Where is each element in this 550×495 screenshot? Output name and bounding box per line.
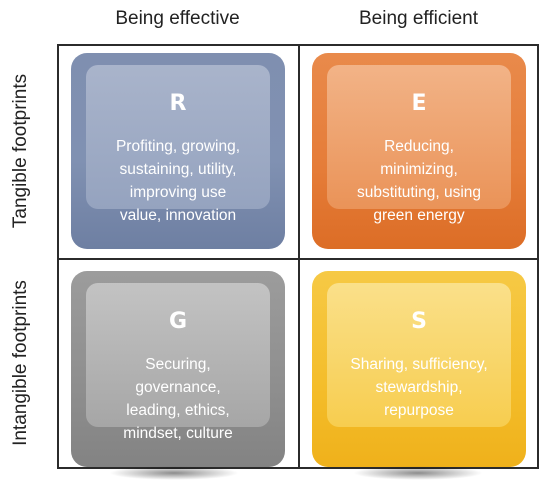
tile-highlight: [86, 65, 270, 209]
quadrant-description: Reducing, minimizing, substituting, usin…: [320, 135, 518, 227]
quadrant-r-tile: R Profiting, growing, sustaining, utilit…: [71, 53, 285, 249]
description-line: repurpose: [384, 402, 454, 419]
description-line: leading, ethics,: [126, 402, 230, 419]
description-line: green energy: [373, 207, 465, 224]
tile-highlight: [327, 283, 511, 427]
column-header-being-efficient: Being efficient: [358, 8, 478, 29]
row-header-intangible-footprints: Intangible footprints: [10, 280, 31, 446]
description-line: governance,: [135, 379, 221, 396]
description-line: Securing,: [145, 356, 211, 373]
column-header-being-effective: Being effective: [115, 8, 240, 29]
quadrant-s-tile: S Sharing, sufficiency, stewardship, rep…: [312, 271, 526, 467]
tile-highlight: [86, 283, 270, 427]
description-line: Sharing, sufficiency,: [350, 356, 488, 373]
row-header-tangible-footprints: Tangible footprints: [10, 73, 31, 229]
description-line: value, innovation: [119, 207, 237, 224]
tile-shadow: [353, 466, 483, 480]
description-line: Profiting, growing,: [115, 138, 241, 155]
description-line: Reducing,: [384, 138, 454, 155]
grid-horizontal-divider: [59, 258, 537, 260]
quadrant-description: Securing, governance, leading, ethics, m…: [79, 353, 277, 445]
tile-shadow: [109, 466, 239, 480]
quadrant-grid: [57, 44, 539, 469]
quadrant-letter: G: [168, 309, 188, 334]
quadrant-description: Sharing, sufficiency, stewardship, repur…: [320, 353, 518, 422]
quadrant-letter: E: [411, 91, 427, 116]
grid-vertical-divider: [298, 46, 300, 467]
description-line: mindset, culture: [123, 425, 233, 442]
quadrant-description: Profiting, growing, sustaining, utility,…: [79, 135, 277, 227]
quadrant-letter: R: [169, 91, 187, 116]
tile-highlight: [327, 65, 511, 209]
description-line: sustaining, utility,: [119, 161, 237, 178]
quadrant-g-tile: G Securing, governance, leading, ethics,…: [71, 271, 285, 467]
description-line: stewardship,: [375, 379, 463, 396]
description-line: minimizing,: [380, 161, 458, 178]
quadrant-e-tile: E Reducing, minimizing, substituting, us…: [312, 53, 526, 249]
quadrant-letter: S: [411, 309, 427, 334]
description-line: substituting, using: [356, 184, 482, 201]
description-line: improving use: [129, 184, 227, 201]
